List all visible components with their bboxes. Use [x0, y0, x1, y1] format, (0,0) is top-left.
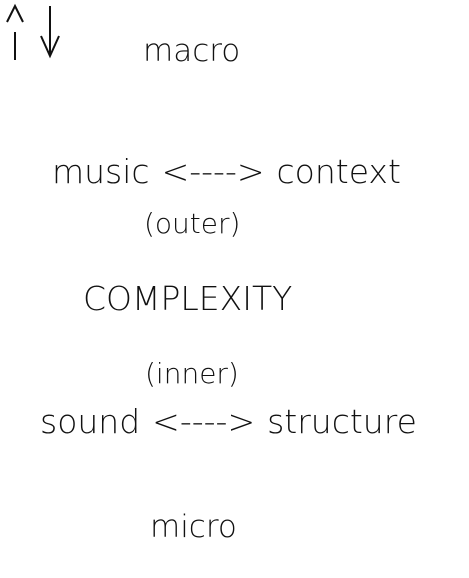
macro-label: macro — [143, 33, 241, 69]
outer-label: (outer) — [144, 207, 241, 240]
sound-label: sound — [40, 402, 141, 441]
upper-connector: <----> — [161, 152, 265, 191]
micro-label: micro — [150, 509, 237, 545]
down-arrow-icon — [40, 6, 61, 59]
structure-label: structure — [267, 402, 417, 441]
lower-pair-row: sound <----> structure — [40, 405, 417, 438]
context-label: context — [276, 152, 401, 191]
up-arrow-icon — [6, 3, 24, 60]
inner-label: (inner) — [145, 357, 239, 390]
upper-pair-row: music <----> context — [52, 155, 401, 188]
complexity-label: COMPLEXITY — [83, 279, 293, 318]
lower-connector: <----> — [152, 402, 256, 441]
music-label: music — [52, 152, 150, 191]
